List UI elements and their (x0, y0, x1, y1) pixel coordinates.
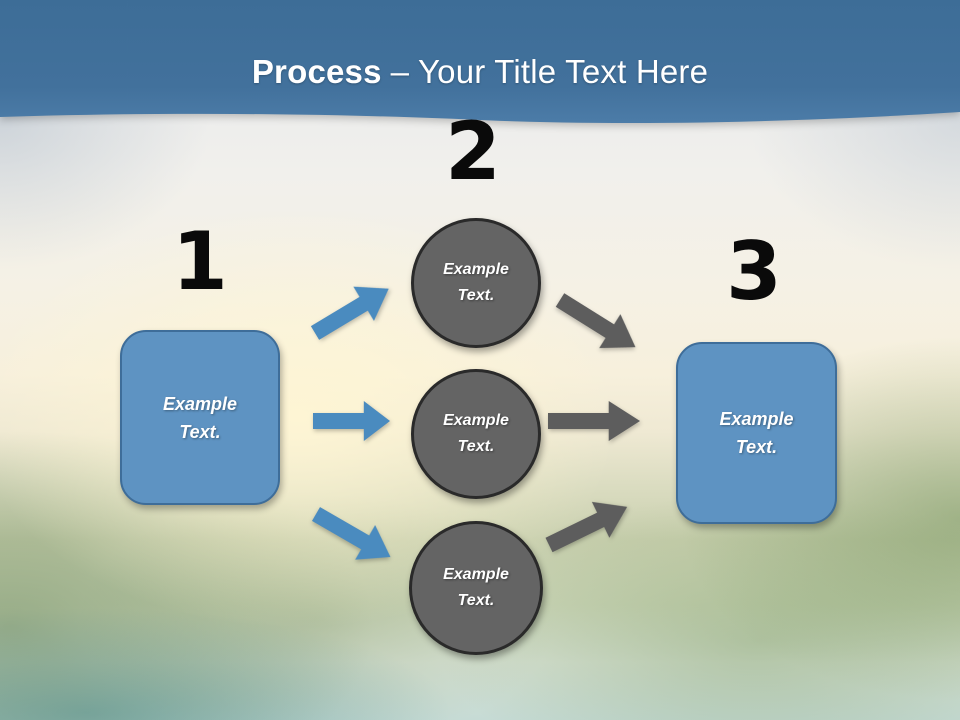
right-process-box: Example Text. (676, 342, 837, 524)
process-circle-middle: Example Text. (411, 369, 541, 499)
process-circle-top-label: Example Text. (443, 261, 509, 304)
gray-arrow-top-icon (555, 293, 636, 349)
slide-title-bold: Process (251, 53, 382, 90)
slide-title-rest: – Your Title Text Here (390, 53, 709, 90)
blue-arrow-bottom-icon (312, 507, 391, 560)
header-wave-band (0, 0, 960, 124)
step-number-2: 2 (445, 105, 501, 198)
blue-arrow-top-icon (310, 286, 389, 340)
slide-title: Process– Your Title Text Here (0, 52, 960, 92)
gray-arrow-middle-icon (548, 401, 640, 441)
left-process-box: Example Text. (120, 330, 280, 505)
right-process-box-label: Example Text. (719, 409, 794, 457)
step-number-3: 3 (726, 225, 782, 318)
blue-arrow-middle-icon (313, 401, 390, 441)
process-circle-middle-label: Example Text. (443, 412, 509, 455)
process-circle-top: Example Text. (411, 218, 541, 348)
step-number-1: 1 (172, 215, 228, 308)
process-circle-bottom: Example Text. (409, 521, 543, 655)
left-process-box-label: Example Text. (162, 393, 238, 442)
gray-arrow-bottom-icon (545, 501, 628, 553)
process-circle-bottom-label: Example Text. (443, 566, 509, 609)
